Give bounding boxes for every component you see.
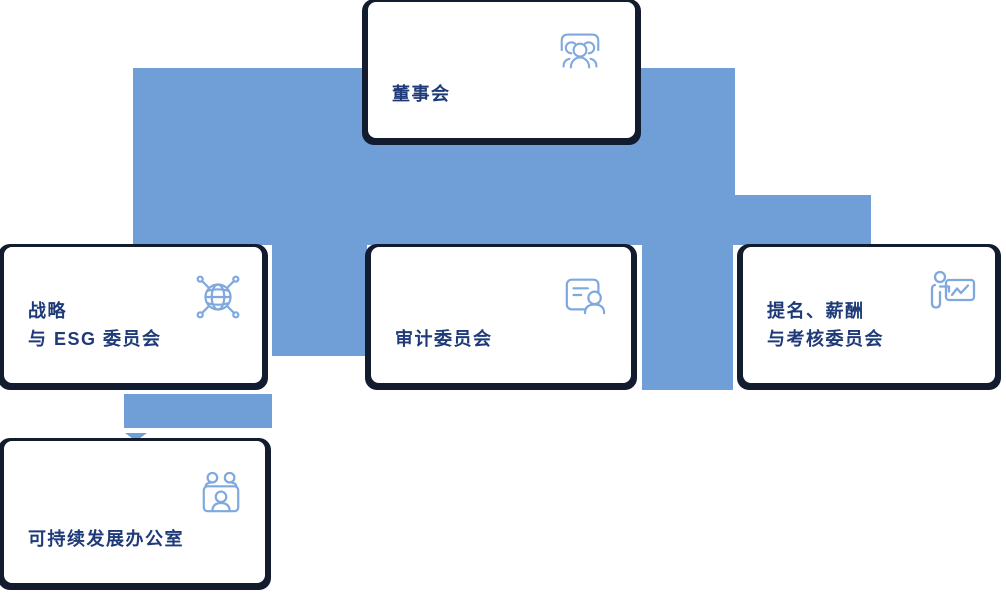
node-sustainability-office: 可持续发展办公室 <box>0 438 271 590</box>
resume-doc-icon <box>563 273 607 317</box>
node-audit: 审计委员会 <box>365 244 637 390</box>
connector-right-arm <box>735 195 871 245</box>
node-nomination: 提名、薪酬 与考核委员会 <box>737 244 1001 390</box>
node-label: 董事会 <box>392 80 451 108</box>
label-line: 与 ESG 委员会 <box>28 329 162 349</box>
node-strategy-esg: 战略 与 ESG 委员会 <box>0 244 268 390</box>
label-line: 提名、薪酬 <box>767 301 865 321</box>
label-line: 可持续发展办公室 <box>28 529 184 549</box>
label-line: 战略 <box>28 301 67 321</box>
label-line: 董事会 <box>392 84 451 104</box>
node-label: 可持续发展办公室 <box>28 525 184 553</box>
node-label: 提名、薪酬 与考核委员会 <box>767 297 884 353</box>
team-meeting-icon <box>199 469 243 517</box>
label-line: 审计委员会 <box>395 329 493 349</box>
connector-arrow-down-icon <box>125 433 147 441</box>
presenter-chart-icon <box>929 270 979 314</box>
node-label: 审计委员会 <box>395 325 493 353</box>
globe-network-icon <box>192 271 244 323</box>
label-line: 与考核委员会 <box>767 329 884 349</box>
connector-band-strategy-office <box>124 394 272 428</box>
connector-strip-audit-nomination <box>642 244 733 390</box>
people-group-icon <box>557 30 603 72</box>
connector-strip-strategy-audit <box>272 244 367 356</box>
node-board: 董事会 <box>362 0 641 145</box>
node-label: 战略 与 ESG 委员会 <box>28 297 162 353</box>
